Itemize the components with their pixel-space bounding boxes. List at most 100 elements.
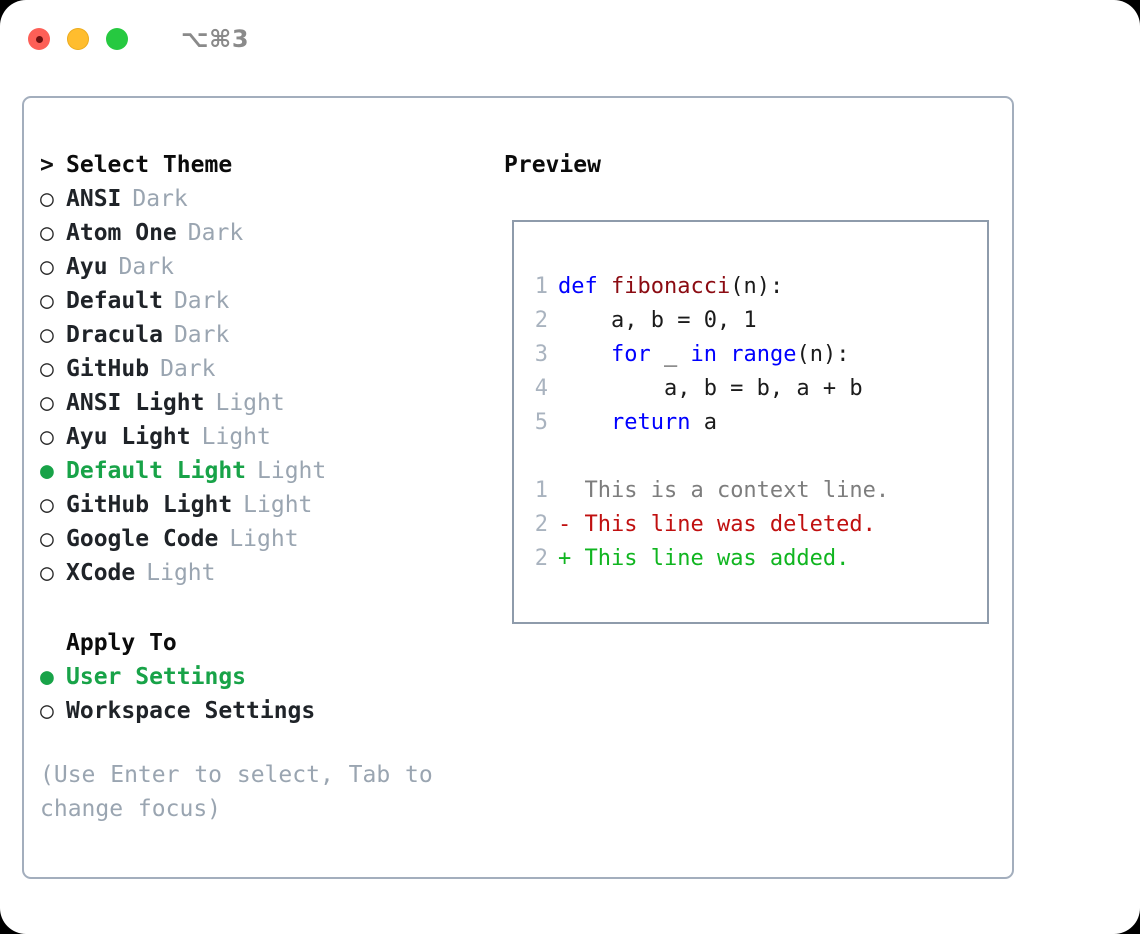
- line-number: 2: [534, 308, 548, 333]
- radio-icon[interactable]: ○: [40, 526, 54, 552]
- code-token: [717, 342, 730, 367]
- theme-item-ansi[interactable]: ○ ANSI Dark: [40, 182, 504, 216]
- code-token: for: [610, 342, 651, 367]
- theme-item-label: Google Code: [66, 526, 219, 552]
- line-number: 1: [534, 274, 548, 299]
- radio-icon[interactable]: ○: [40, 288, 54, 314]
- code-content: for _ in range(n):: [558, 338, 849, 372]
- radio-icon[interactable]: ○: [40, 560, 54, 586]
- diff-content: This is a context line.: [571, 478, 890, 503]
- theme-item-tag: Dark: [118, 254, 174, 280]
- theme-item-tag: Light: [243, 492, 313, 518]
- radio-icon[interactable]: ○: [40, 220, 54, 246]
- select-theme-title: Select Theme: [66, 152, 233, 178]
- theme-item-atom-one[interactable]: ○ Atom One Dark: [40, 216, 504, 250]
- diff-line-context: 1 This is a context line.: [514, 474, 987, 508]
- blank-marker: ○: [40, 626, 66, 660]
- theme-item-label: GitHub: [66, 356, 150, 382]
- keyboard-hint-text: (Use Enter to select, Tab to change focu…: [40, 762, 433, 822]
- preview-box: 1 def fibonacci(n): 2 a, b = 0, 1 3 for …: [512, 220, 989, 624]
- diff-line-deleted: 2 - This line was deleted.: [514, 508, 987, 542]
- diff-line-added: 2 + This line was added.: [514, 542, 987, 576]
- theme-item-ayu[interactable]: ○ Ayu Dark: [40, 250, 504, 284]
- theme-item-dracula[interactable]: ○ Dracula Dark: [40, 318, 504, 352]
- apply-to-title: Apply To: [66, 630, 177, 656]
- line-number: 3: [534, 342, 548, 367]
- theme-item-tag: Dark: [187, 220, 244, 246]
- code-line: 4 a, b = b, a + b: [514, 372, 987, 406]
- select-theme-header: > Select Theme: [40, 148, 504, 182]
- close-button[interactable]: [28, 28, 50, 50]
- theme-item-label: Atom One: [66, 220, 177, 246]
- theme-item-label: ANSI: [66, 186, 122, 212]
- radio-selected-icon[interactable]: ●: [40, 458, 54, 484]
- code-token: (n):: [730, 274, 784, 299]
- theme-item-tag: Dark: [173, 322, 230, 348]
- theme-item-label: XCode: [66, 560, 136, 586]
- theme-item-label: GitHub Light: [66, 492, 233, 518]
- diff-sign: [558, 474, 571, 508]
- theme-item-tag: Light: [215, 390, 285, 416]
- code-line: 2 a, b = 0, 1: [514, 304, 987, 338]
- theme-item-tag: Light: [201, 424, 271, 450]
- keyboard-shortcut-label: ⌥⌘3: [181, 25, 250, 53]
- radio-icon[interactable]: ○: [40, 254, 54, 280]
- code-token: _: [650, 342, 691, 367]
- radio-icon[interactable]: ○: [40, 390, 54, 416]
- theme-item-label: Default: [66, 288, 163, 314]
- theme-item-label: Ayu: [66, 254, 108, 280]
- section-spacer: [40, 590, 504, 626]
- radio-icon[interactable]: ○: [40, 356, 54, 382]
- theme-item-tag: Light: [257, 458, 327, 484]
- theme-item-default[interactable]: ○ Default Dark: [40, 284, 504, 318]
- zoom-button[interactable]: [106, 28, 128, 50]
- code-token: range: [730, 342, 797, 367]
- title-bar: ⌥⌘3: [0, 0, 1140, 78]
- line-number: 5: [534, 410, 548, 435]
- theme-item-label: Dracula: [66, 322, 163, 348]
- code-content: a, b = 0, 1: [558, 304, 757, 338]
- theme-item-default-light[interactable]: ● Default Light Light: [40, 454, 504, 488]
- radio-icon[interactable]: ○: [40, 322, 54, 348]
- code-content: return a: [558, 406, 717, 440]
- apply-to-item-label: Workspace Settings: [66, 698, 316, 724]
- theme-item-tag: Light: [146, 560, 216, 586]
- diff-content: This line was added.: [571, 546, 850, 571]
- apply-to-item-label: User Settings: [66, 664, 247, 690]
- theme-item-tag: Dark: [132, 186, 188, 212]
- apply-to-item-user-settings[interactable]: ● User Settings: [40, 660, 504, 694]
- code-token: a: [690, 410, 717, 435]
- radio-icon[interactable]: ○: [40, 186, 54, 212]
- code-token: def: [558, 274, 611, 299]
- apply-to-header: ○ Apply To: [40, 626, 504, 660]
- diff-sign: +: [558, 546, 572, 571]
- apply-to-item-workspace-settings[interactable]: ○ Workspace Settings: [40, 694, 504, 728]
- code-line: 5 return a: [514, 406, 987, 440]
- radio-icon[interactable]: ○: [40, 424, 54, 450]
- code-token: [558, 342, 611, 367]
- line-number: 1: [534, 478, 548, 503]
- radio-icon[interactable]: ○: [40, 492, 54, 518]
- theme-item-label: Default Light: [66, 458, 247, 484]
- theme-picker-column: > Select Theme ○ ANSI Dark ○ Atom One Da…: [24, 98, 504, 877]
- code-line: 3 for _ in range(n):: [514, 338, 987, 372]
- theme-item-xcode[interactable]: ○ XCode Light: [40, 556, 504, 590]
- radio-selected-icon[interactable]: ●: [40, 664, 54, 690]
- theme-item-google-code[interactable]: ○ Google Code Light: [40, 522, 504, 556]
- theme-item-github[interactable]: ○ GitHub Dark: [40, 352, 504, 386]
- diff-sign: -: [558, 512, 572, 537]
- code-token: fibonacci: [610, 274, 731, 299]
- theme-item-tag: Dark: [160, 356, 216, 382]
- theme-item-tag: Light: [229, 526, 299, 552]
- code-token: a, b = b, a + b: [558, 376, 863, 401]
- theme-item-github-light[interactable]: ○ GitHub Light Light: [40, 488, 504, 522]
- radio-icon[interactable]: ○: [40, 698, 54, 724]
- code-token: return: [610, 410, 691, 435]
- theme-item-ayu-light[interactable]: ○ Ayu Light Light: [40, 420, 504, 454]
- theme-item-ansi-light[interactable]: ○ ANSI Light Light: [40, 386, 504, 420]
- preview-title: Preview: [504, 152, 601, 178]
- minimize-button[interactable]: [67, 28, 89, 50]
- theme-item-label: Ayu Light: [66, 424, 191, 450]
- preview-column: Preview 1 def fibonacci(n): 2 a, b = 0, …: [504, 98, 1012, 877]
